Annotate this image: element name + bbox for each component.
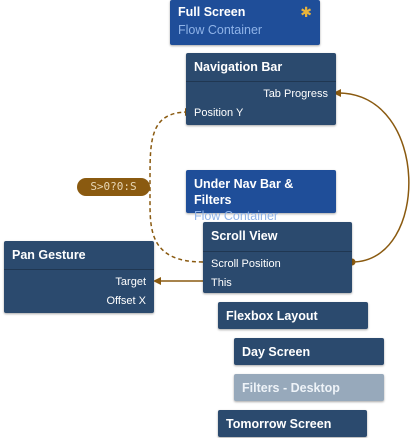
link-arrowhead — [153, 277, 161, 285]
star-icon: ✱ — [300, 4, 312, 20]
node-title: Navigation Bar — [186, 53, 336, 82]
expression-badge[interactable]: S>0?0:S — [77, 178, 150, 196]
node-title: Scroll View — [203, 222, 352, 252]
port-offset-x[interactable]: Offset X — [106, 295, 146, 307]
port-this[interactable]: This — [211, 277, 232, 289]
node-full-screen[interactable]: Full Screen Flow Container ✱ — [170, 0, 320, 45]
link-scroll-to-position-y — [149, 111, 204, 263]
node-subtitle: Flow Container — [194, 209, 279, 223]
node-title: Filters - Desktop — [242, 381, 340, 395]
node-subtitle: Flow Container — [178, 23, 263, 37]
node-pan-gesture[interactable]: Pan Gesture Target Offset X — [4, 241, 154, 313]
node-scroll-view[interactable]: Scroll View Scroll Position This — [203, 222, 352, 293]
node-under-nav-bar[interactable]: Under Nav Bar & Filters Flow Container — [186, 170, 336, 223]
link-scroll-to-tab-progress — [337, 92, 410, 263]
node-title: Pan Gesture — [4, 241, 154, 270]
node-filters-desktop[interactable]: Filters - Desktop — [234, 374, 384, 401]
node-title: Tomorrow Screen — [226, 417, 332, 431]
node-title: Full Screen — [178, 5, 246, 19]
node-flexbox-layout[interactable]: Flexbox Layout — [218, 302, 368, 329]
node-day-screen[interactable]: Day Screen — [234, 338, 384, 365]
node-tomorrow-screen[interactable]: Tomorrow Screen — [218, 410, 367, 437]
port-position-y[interactable]: Position Y — [194, 107, 244, 119]
node-title: Day Screen — [242, 345, 311, 359]
node-navigation-bar[interactable]: Navigation Bar Tab Progress Position Y — [186, 53, 336, 125]
port-tab-progress[interactable]: Tab Progress — [263, 88, 328, 100]
port-scroll-position[interactable]: Scroll Position — [211, 258, 281, 270]
port-target[interactable]: Target — [115, 276, 146, 288]
node-title: Under Nav Bar & Filters — [194, 177, 294, 207]
node-title: Flexbox Layout — [226, 309, 318, 323]
link-arrowhead — [333, 89, 341, 97]
